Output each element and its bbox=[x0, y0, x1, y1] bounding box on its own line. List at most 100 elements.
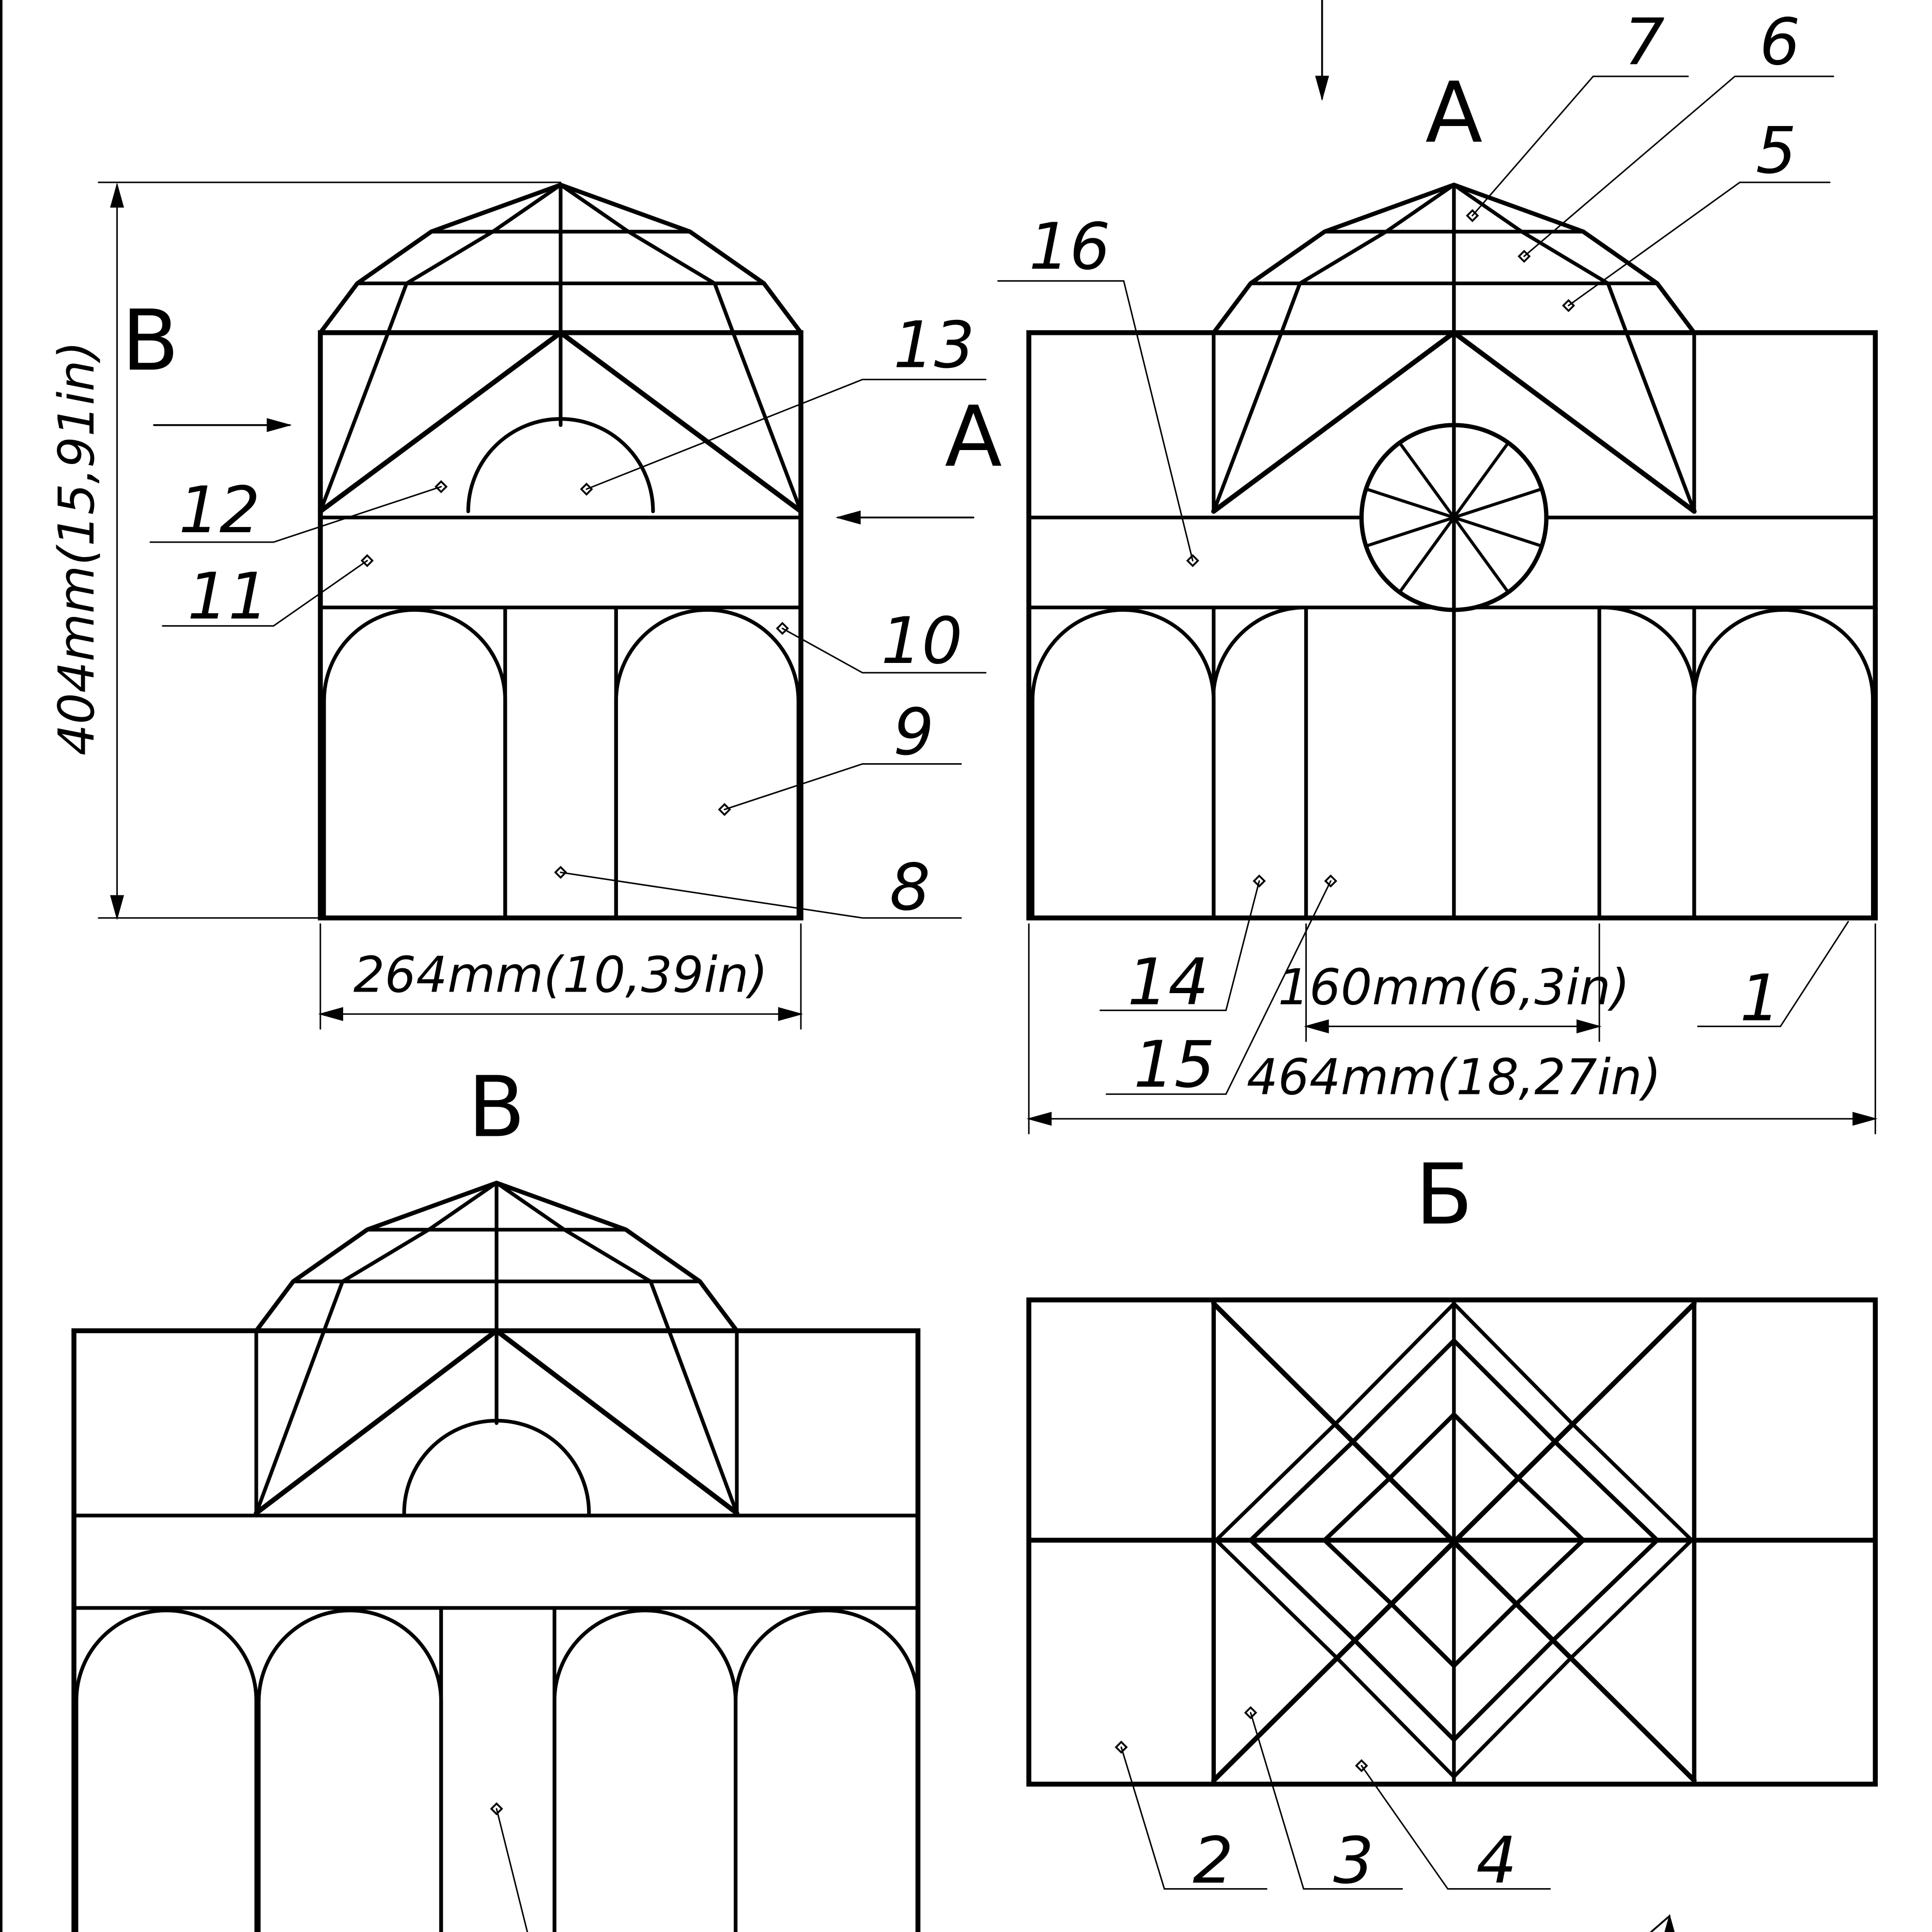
side-roof bbox=[318, 330, 563, 514]
view-title-b: B bbox=[468, 1059, 525, 1156]
leader-13 bbox=[585, 379, 987, 490]
arrowhead bbox=[1852, 1111, 1878, 1126]
callout-7: 7 bbox=[1624, 5, 1665, 80]
arrow bbox=[1650, 1915, 1671, 1932]
dimension-width-front: 464mm(18,27in) bbox=[1247, 1048, 1661, 1106]
side-semicircle-window bbox=[466, 417, 655, 514]
rose-window-spoke bbox=[1452, 516, 1510, 594]
side-arch-left bbox=[322, 608, 507, 920]
leader-8 bbox=[560, 871, 962, 919]
b-dome-rib bbox=[322, 1181, 499, 1333]
arrowhead bbox=[836, 511, 861, 525]
plan-octagon-outer bbox=[1213, 1301, 1695, 1780]
callout-3: 3 bbox=[1333, 1824, 1374, 1898]
plan-diagonal bbox=[1211, 1301, 1697, 1783]
b-semicircle-window bbox=[402, 1418, 591, 1515]
b-arch bbox=[734, 1609, 920, 1932]
callout-6: 6 bbox=[1759, 5, 1800, 80]
arrowhead bbox=[318, 1007, 344, 1021]
leader-12 bbox=[149, 486, 442, 543]
leader-3 bbox=[1249, 1712, 1403, 1890]
callout-11: 11 bbox=[187, 560, 269, 634]
rose-window-spoke bbox=[1364, 516, 1456, 548]
front-arch-segment bbox=[1212, 606, 1308, 692]
drawing-line bbox=[254, 1328, 326, 1515]
callout-2: 2 bbox=[1193, 1824, 1233, 1898]
callout-9: 9 bbox=[893, 695, 934, 769]
dimension-width-side: 264mm(10,39in) bbox=[353, 947, 768, 1004]
leader-4 bbox=[1361, 1765, 1551, 1890]
callout-4: 4 bbox=[1476, 1824, 1517, 1898]
leader-dot bbox=[1324, 874, 1337, 888]
arrowhead bbox=[1304, 1019, 1329, 1033]
callout-5: 5 bbox=[1756, 114, 1797, 188]
front-roof bbox=[1211, 330, 1457, 514]
side-rib bbox=[731, 331, 803, 514]
side-dome-rib bbox=[559, 183, 735, 335]
arrowhead bbox=[1664, 1913, 1675, 1932]
rose-window-spoke bbox=[1398, 441, 1456, 519]
leader-dot bbox=[435, 480, 448, 493]
leader-dot bbox=[1115, 1740, 1128, 1754]
leader-7 bbox=[1472, 75, 1689, 217]
front-dome-rib bbox=[1279, 183, 1456, 335]
arrowhead bbox=[110, 895, 125, 920]
front-dome-rib bbox=[1452, 183, 1629, 335]
arrowhead bbox=[1315, 75, 1330, 101]
side-roof bbox=[558, 330, 803, 514]
leader-2 bbox=[1120, 1746, 1268, 1890]
view-title-be: Б bbox=[1415, 1146, 1473, 1244]
leader bbox=[496, 1808, 529, 1932]
b-arch bbox=[257, 1609, 443, 1932]
callout-14: 14 bbox=[1127, 945, 1209, 1019]
leader-dot bbox=[554, 865, 567, 879]
leader-dot bbox=[776, 622, 789, 635]
side-band bbox=[318, 515, 803, 610]
b-arch bbox=[552, 1609, 738, 1932]
leader-dot bbox=[1253, 874, 1266, 888]
arrowhead bbox=[110, 182, 125, 208]
plan-octagon-inner bbox=[1321, 1411, 1587, 1669]
front-arch-left bbox=[1030, 608, 1216, 920]
plan-octagon-middle bbox=[1247, 1337, 1661, 1743]
front-arch-right bbox=[1692, 608, 1875, 920]
callout-13: 13 bbox=[893, 308, 975, 383]
front-arch-segment bbox=[1597, 605, 1696, 692]
view-label-a-side: A bbox=[945, 388, 1002, 486]
side-arch-right bbox=[614, 608, 800, 920]
drawing-line bbox=[1625, 331, 1696, 514]
rose-window-spoke bbox=[1364, 487, 1456, 519]
side-rib bbox=[318, 331, 390, 514]
callout-16: 16 bbox=[1029, 210, 1110, 284]
callout-15: 15 bbox=[1134, 1028, 1215, 1102]
leader-5 bbox=[1568, 181, 1831, 306]
b-roof bbox=[494, 1328, 739, 1516]
leader-dot bbox=[580, 483, 593, 496]
b-band bbox=[72, 1513, 920, 1610]
dimension-height: 404mm(15,91in) bbox=[48, 341, 105, 755]
leader-10 bbox=[781, 627, 987, 674]
leader-16 bbox=[997, 280, 1194, 562]
rose-window-spoke bbox=[1398, 516, 1456, 594]
drawing-line bbox=[1212, 331, 1284, 514]
leader-1 bbox=[1697, 921, 1849, 1027]
leader-14 bbox=[1099, 880, 1260, 1011]
front-roof bbox=[1451, 330, 1697, 514]
callout-8: 8 bbox=[890, 851, 931, 925]
rose-window-spoke bbox=[1452, 487, 1543, 519]
view-label-b-side: B bbox=[121, 292, 179, 390]
arrowhead bbox=[267, 418, 292, 432]
arrowhead bbox=[1576, 1019, 1602, 1033]
leader-9 bbox=[723, 763, 962, 811]
rose-window-spoke bbox=[1452, 441, 1510, 519]
dimension-width-middle: 160mm(6,3in) bbox=[1278, 959, 1630, 1016]
b-dome-rib bbox=[494, 1181, 671, 1333]
leader-6 bbox=[1523, 75, 1834, 257]
leader-dot bbox=[718, 803, 731, 816]
rose-window-spoke bbox=[1452, 516, 1543, 548]
arrowhead bbox=[778, 1007, 803, 1021]
leader-15 bbox=[1105, 880, 1332, 1095]
callout-12: 12 bbox=[179, 473, 260, 548]
